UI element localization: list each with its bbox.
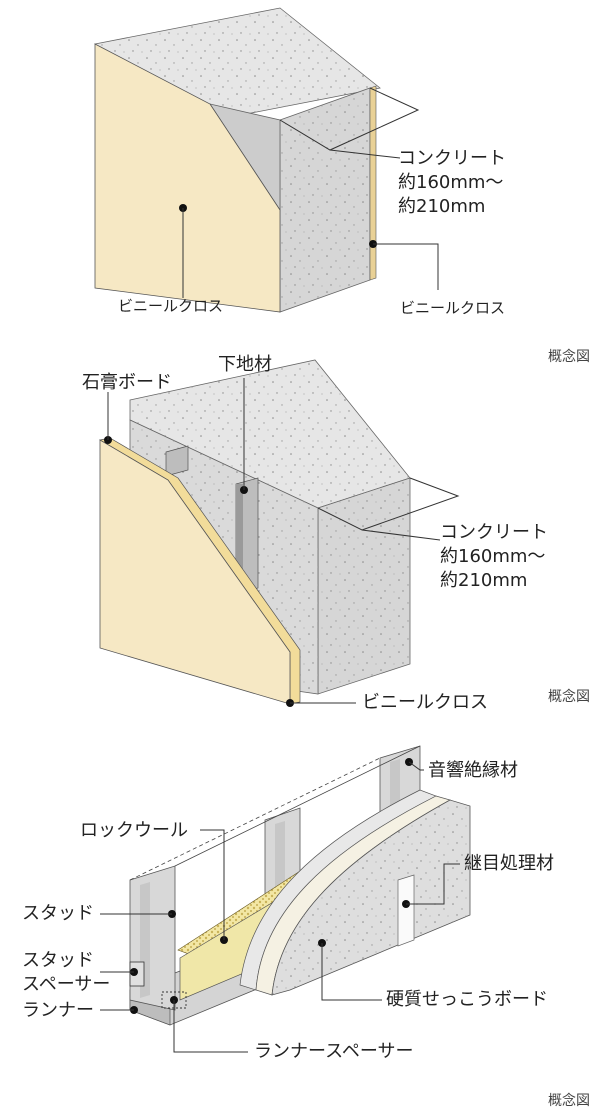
d2-vinyl-label: ビニールクロス xyxy=(362,692,488,713)
d1-caption: 概念図 xyxy=(548,349,590,365)
diagram3-illustration xyxy=(100,745,471,1053)
d2-board-face xyxy=(99,439,291,705)
d3-rockwool-label: ロックウール xyxy=(80,820,188,841)
d3-leader-joint xyxy=(406,863,460,905)
d1-concrete-label-2: 約160mm～ xyxy=(398,172,504,193)
d2-gypsum-board-label: 石膏ボード xyxy=(82,372,172,393)
diagram1-illustration xyxy=(94,7,439,313)
d3-hard-gypsum-label: 硬質せっこうボード xyxy=(386,989,548,1010)
diagram2-illustration xyxy=(99,359,460,707)
d3-stud-spacer-label-2: スペーサー xyxy=(22,974,111,995)
d1-concrete-label-1: コンクリート xyxy=(398,148,506,169)
d1-concrete-label-3: 約210mm xyxy=(398,196,486,217)
d1-vinyl-face xyxy=(94,43,281,313)
d1-thickness-bracket xyxy=(279,87,420,151)
d1-vinyl-left-label: ビニールクロス xyxy=(118,297,224,315)
d3-stud-spacer-label-1: スタッド xyxy=(22,950,94,971)
d2-thickness-bracket xyxy=(317,477,460,531)
d3-runner-spacer-label: ランナースペーサー xyxy=(254,1041,414,1062)
d1-leader-right xyxy=(373,243,439,290)
d2-concrete-label-2: 約160mm～ xyxy=(440,546,546,567)
d2-concrete-label-3: 約210mm xyxy=(440,570,528,591)
d1-vinyl-edge xyxy=(369,85,377,281)
d3-leader-hard-gypsum xyxy=(321,943,382,1001)
d3-joint-label: 継目処理材 xyxy=(464,853,554,874)
d3-runner-label: ランナー xyxy=(22,1000,94,1021)
d3-leader-runner-spacer xyxy=(173,1000,248,1053)
d2-caption: 概念図 xyxy=(548,689,590,705)
d3-joint-strip xyxy=(397,874,415,947)
d3-caption: 概念図 xyxy=(548,1093,590,1109)
d2-base-material-label: 下地材 xyxy=(218,354,272,375)
d2-concrete-label-1: コンクリート xyxy=(440,522,548,543)
d3-stud-label: スタッド xyxy=(22,903,94,924)
d3-leader-acoustic xyxy=(408,761,424,771)
d3-acoustic-label: 音響絶縁材 xyxy=(428,760,518,781)
d3-leader-rockwool xyxy=(200,829,225,940)
d1-vinyl-right-label: ビニールクロス xyxy=(400,299,506,317)
d2-furring-1 xyxy=(165,445,189,477)
